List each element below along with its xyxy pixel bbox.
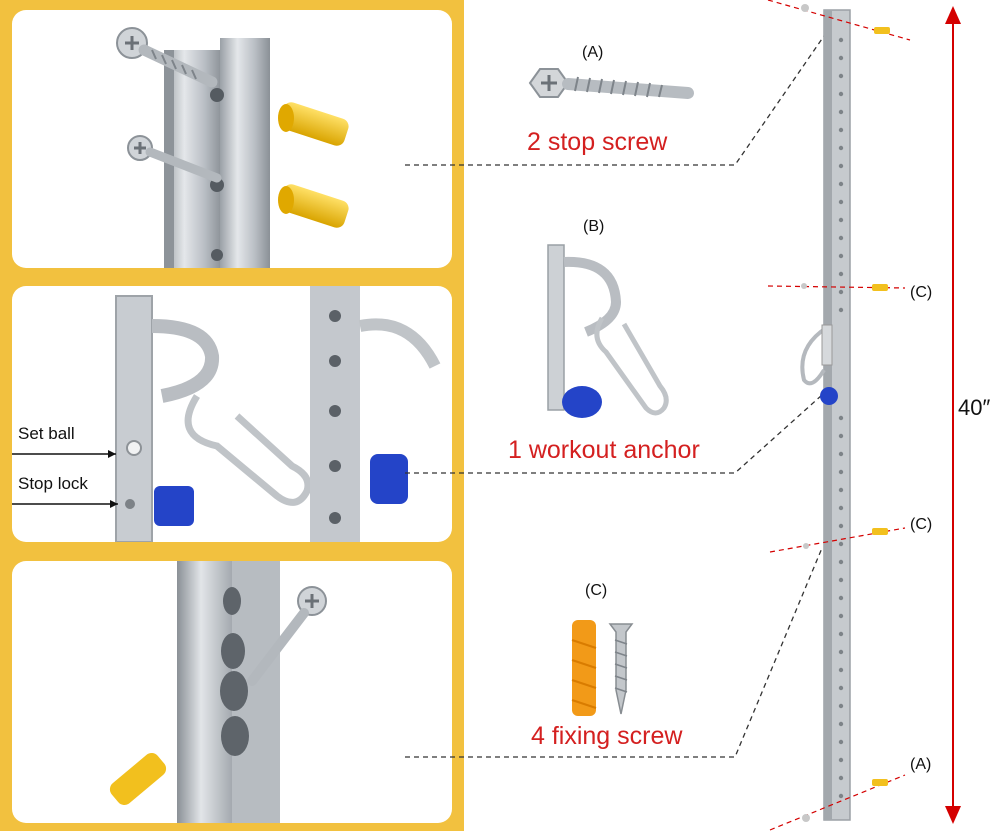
rail-hole (838, 541, 844, 547)
rail-hole (838, 91, 844, 97)
part-a-tag: (A) (582, 44, 604, 61)
rail-hole (838, 523, 844, 529)
rail-hole (838, 73, 844, 79)
rail-hole (838, 235, 844, 241)
rail-hole (838, 721, 844, 727)
part-c-fixing-icon (571, 620, 634, 716)
rail-hole (838, 595, 844, 601)
rail-hole (838, 667, 844, 673)
rail-hole (838, 433, 844, 439)
stop-lock-label: Stop lock (18, 474, 88, 493)
rail-tag-c-lower: (C) (910, 516, 933, 533)
rail-hole (838, 613, 844, 619)
rail-hole (838, 55, 844, 61)
rail-hole (838, 181, 844, 187)
rail-hole (838, 451, 844, 457)
stop-lock-knob-icon (154, 486, 194, 526)
part-b-tag: (B) (583, 218, 605, 235)
rail-hole (838, 775, 844, 781)
stop-lock-knob-icon (370, 454, 408, 504)
set-ball-icon (126, 440, 142, 456)
rail-hole (838, 253, 844, 259)
rail-hole (838, 37, 844, 43)
dimension-arrow (945, 6, 961, 824)
leader-lines (405, 19, 836, 758)
panel-anchor-closeup: Set ball Stop lock (12, 286, 452, 542)
part-c-label: 4 fixing screw (531, 722, 683, 750)
rail-hole (838, 577, 844, 583)
panel-fixing-screw-closeup (12, 561, 452, 823)
rail-hole (838, 631, 844, 637)
dimension-label: 40″ (958, 395, 991, 420)
set-ball-label: Set ball (18, 424, 75, 443)
hex-screw-icon (116, 27, 218, 88)
rail-hole (838, 199, 844, 205)
wall-plug-icon (278, 102, 349, 146)
countersunk-screw-icon (127, 135, 222, 183)
rail-hole (838, 271, 844, 277)
panel-stop-screw-closeup (12, 10, 452, 268)
rail-hole (838, 127, 844, 133)
part-a-label: 2 stop screw (527, 128, 668, 156)
rail-hole (838, 739, 844, 745)
rail-hole (838, 469, 844, 475)
wall-plug-icon (278, 184, 349, 228)
rail-hole (838, 793, 844, 799)
rail-hole (838, 487, 844, 493)
rail-hole (838, 559, 844, 565)
rail-hole (838, 289, 844, 295)
rail-hole (838, 505, 844, 511)
rail-tag-c-upper: (C) (910, 284, 933, 301)
rail-anchor-icon (800, 324, 838, 405)
rail-hole (838, 217, 844, 223)
part-b-label: 1 workout anchor (508, 436, 700, 464)
rail-plug-icons (872, 27, 890, 786)
rail-hole (838, 685, 844, 691)
long-rail (823, 9, 851, 821)
rail-hole (838, 109, 844, 115)
rail-hole (838, 415, 844, 421)
rail-screw-icons (801, 4, 810, 822)
rail-hole (838, 757, 844, 763)
rail-hole (838, 163, 844, 169)
carabiner-icon (184, 394, 312, 506)
rail-hole (838, 307, 844, 313)
wall-plug-icon (109, 753, 167, 805)
rail-hole (838, 649, 844, 655)
fixing-screw-icon (247, 586, 327, 686)
part-b-anchor-icon (547, 244, 669, 418)
part-c-tag: (C) (585, 582, 608, 599)
part-a-screw-icon (528, 68, 694, 99)
rail-tag-a: (A) (910, 756, 932, 773)
rail-hole (838, 703, 844, 709)
rail-hole (838, 145, 844, 151)
